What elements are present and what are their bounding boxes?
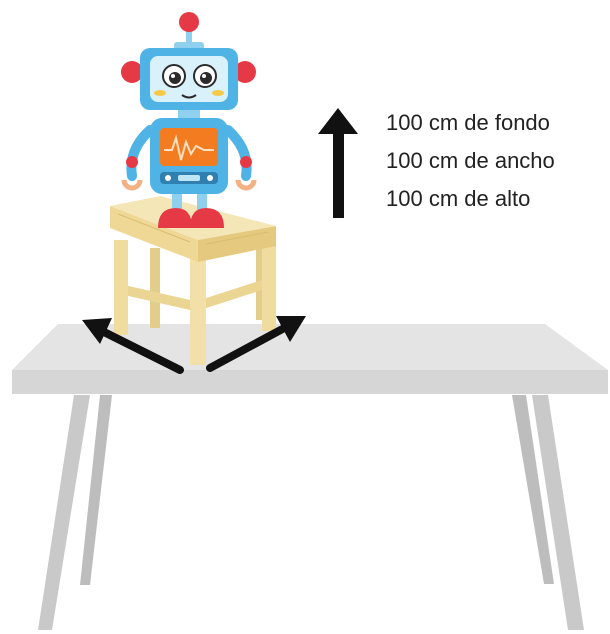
table-leg-back-right [512, 395, 554, 584]
stool-leg-right [262, 236, 276, 331]
robot-foot-right [190, 208, 224, 228]
table-top-edge [12, 370, 608, 394]
stool-seat-front-right [198, 226, 276, 262]
robot-heartbeat-line [164, 134, 214, 161]
robot-cheek-left [154, 90, 166, 96]
dimension-labels: 100 cm de fondo 100 cm de ancho 100 cm d… [386, 104, 555, 218]
robot-antenna-ball [179, 12, 199, 32]
robot-hand-left [121, 179, 143, 191]
robot-elbow-left [126, 156, 138, 168]
robot-hand-right [235, 179, 257, 191]
width-label: 100 cm de ancho [386, 148, 555, 173]
stool-leg-front-left [114, 240, 128, 335]
stool-stretcher-right [200, 280, 262, 310]
robot-elbow-right [240, 156, 252, 168]
diagonal-left-arrow-icon [82, 318, 184, 374]
robot-arm-right [223, 125, 252, 181]
robot-mouth [181, 94, 197, 99]
robot-neck [178, 110, 200, 120]
up-arrow-icon [318, 108, 358, 218]
robot-illustration [121, 12, 257, 228]
robot-leg-right [197, 194, 207, 210]
depth-label: 100 cm de fondo [386, 110, 550, 135]
table-leg-front-right [532, 395, 584, 630]
stool-wood-grain [205, 231, 269, 245]
stool-seat-front-left [110, 206, 198, 262]
stool-leg-front-corner [190, 255, 206, 365]
robot-ear-left [121, 61, 143, 83]
robot-eye-shine [171, 74, 175, 78]
robot-foot-left [158, 208, 192, 228]
robot-button [165, 175, 171, 181]
robot-slot [178, 175, 200, 181]
height-label: 100 cm de alto [386, 186, 531, 211]
robot-button [207, 175, 213, 181]
stool-leg-back-left [150, 248, 160, 328]
table-leg-back-left [80, 395, 112, 585]
robot-antenna-stem [186, 28, 192, 44]
stool-stretcher-left [124, 285, 190, 310]
robot-ear-right [234, 61, 256, 83]
robot-pupil-right [200, 72, 212, 84]
robot-arm-left [126, 125, 155, 181]
table-illustration [12, 324, 608, 630]
robot-leg-left [172, 194, 182, 210]
stool-leg-back-right [256, 240, 266, 320]
diagonal-right-arrow-icon [206, 316, 306, 372]
stool-wood-grain [117, 213, 191, 243]
robot-pupil-left [169, 72, 181, 84]
robot-eye-shine [202, 74, 206, 78]
robot-cheek-right [212, 90, 224, 96]
table-leg-front-left [38, 395, 90, 630]
